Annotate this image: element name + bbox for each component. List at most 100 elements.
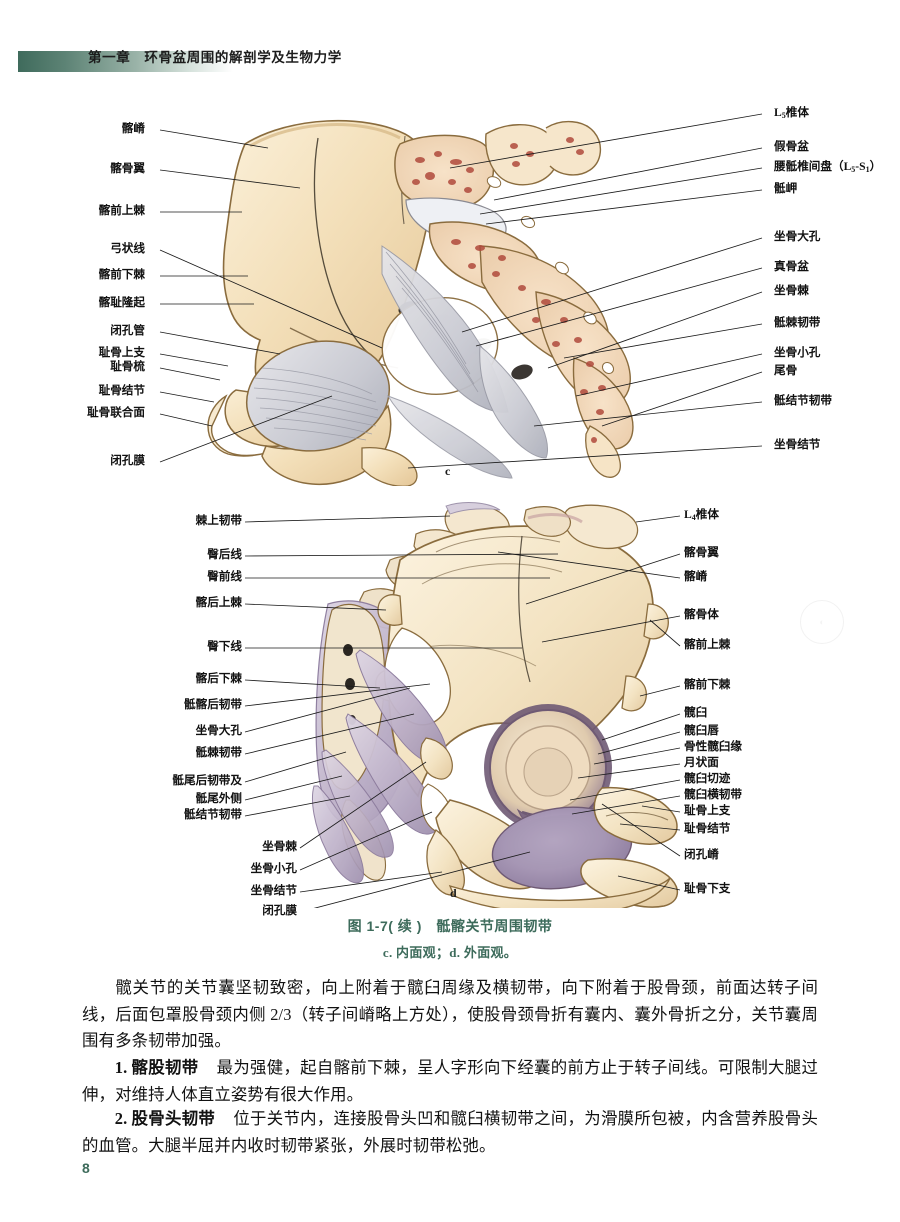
leader-lines-right-c	[407, 113, 763, 469]
label-d-right-1: 髂骨翼	[684, 546, 719, 559]
membrane-highlight	[502, 815, 606, 869]
paragraph-ligament-of-head-of-femur: 2.股骨头韧带位于关节内，连接股骨头凹和髋臼横韧带之间，为滑膜所包被，内含营养股…	[82, 1106, 818, 1159]
ischial-spine-d	[420, 737, 453, 780]
label-c-right-7: 骶棘韧带	[774, 316, 821, 329]
label-d-right-14: 闭孔嵴	[684, 848, 719, 861]
figure-d-illustration	[244, 502, 681, 908]
label-c-left-8: 耻骨梳	[110, 360, 145, 373]
superior-pubic-ramus	[593, 786, 678, 845]
label-d-left-14: 坐骨结节	[250, 884, 297, 897]
label-d-left-9: 骶尾后韧带及	[172, 774, 242, 787]
label-c-right-1: 假骨盆	[774, 140, 809, 153]
label-d-left-5: 髂后下棘	[195, 672, 242, 685]
label-c-right-3: 骶岬	[774, 182, 798, 195]
label-c-right-5: 真骨盆	[774, 260, 809, 273]
figure-d-outer-view: d 棘上韧带 臀后线 臀前线 髂后上棘 臀下线 髂后下棘 骶髂后韧带 坐骨大孔 …	[150, 500, 770, 917]
label-d-right-10: 髋臼切迹	[684, 772, 731, 785]
running-head: 第一章 环骨盆周围的解剖学及生物力学	[0, 44, 900, 78]
inferior-ramus-lower-edge	[448, 877, 671, 908]
figure-c-letter: c	[445, 464, 451, 478]
caption-subtitle: c. 内面观；d. 外面观。	[382, 945, 518, 960]
label-d-left-10: 骶尾外侧	[195, 792, 242, 805]
item-3-number: 2.	[114, 1109, 128, 1128]
label-d-left-4: 臀下线	[207, 640, 242, 653]
chapter-title: 第一章 环骨盆周围的解剖学及生物力学	[88, 50, 342, 65]
label-d-right-6: 髋臼	[684, 706, 708, 719]
item-2-text: 最为强健，起自髂前下棘，呈人字形向下经囊的前方止于转子间线。可限制大腿过伸，对维…	[82, 1058, 818, 1104]
label-c-right-11: 坐骨结节	[774, 438, 821, 451]
label-d-right-0: L4椎体	[684, 508, 719, 522]
label-c-left-10: 耻骨联合面	[87, 406, 145, 419]
sacral-foramina	[486, 176, 615, 375]
label-d-left-3: 髂后上棘	[195, 596, 242, 609]
supraspinous-ligament	[445, 502, 501, 515]
sacrotuberous-ligament-d	[345, 713, 439, 835]
label-d-left-6: 骶髂后韧带	[184, 698, 242, 711]
paragraph-capsule: 髋关节的关节囊坚韧致密，向上附着于髋臼周缘及横韧带，向下附着于股骨颈，前面达转子…	[82, 975, 818, 1055]
marrow-speckles	[412, 137, 606, 443]
label-c-right-9: 尾骨	[774, 364, 798, 377]
label-d-right-7: 髋臼唇	[684, 724, 719, 737]
label-c-right-10: 骶结节韧带	[774, 394, 832, 407]
leader-lines-left-d	[244, 515, 559, 908]
label-d-left-7: 坐骨大孔	[195, 724, 242, 737]
anterior-superior-iliac-spine-d	[643, 603, 669, 640]
label-d-left-0: 棘上韧带	[195, 514, 242, 527]
label-d-left-1: 臀后线	[207, 548, 242, 561]
figure-d-letter: d	[450, 886, 457, 900]
label-c-left-6: 闭孔管	[110, 324, 145, 337]
label-c-left-1: 髂骨翼	[110, 162, 145, 175]
label-c-left-9: 耻骨结节	[98, 384, 145, 397]
label-d-right-15: 耻骨下支	[684, 882, 731, 895]
label-d-right-8: 骨性髋臼缘	[684, 740, 742, 753]
label-d-left-12: 坐骨棘	[262, 840, 297, 853]
leader-lines-left-c	[159, 129, 383, 463]
label-c-left-7: 耻骨上支	[98, 346, 145, 359]
label-c-right-4: 坐骨大孔	[774, 230, 821, 243]
label-d-right-9: 月状面	[684, 756, 719, 769]
label-d-right-3: 髂骨体	[684, 608, 719, 621]
leader-lines-right-d	[497, 515, 681, 891]
label-d-right-2: 髂嵴	[684, 570, 708, 583]
label-d-right-12: 耻骨上支	[684, 804, 731, 817]
ligament-fan-lower	[386, 395, 513, 479]
label-c-left-5: 髂耻隆起	[98, 296, 145, 309]
figure-c-illustration	[159, 113, 763, 486]
paragraph-iliofemoral-ligament: 1.髂股韧带最为强健，起自髂前下棘，呈人字形向下经囊的前方止于转子间线。可限制大…	[82, 1055, 818, 1108]
paragraph-1-text: 髋关节的关节囊坚韧致密，向上附着于髋臼周缘及横韧带，向下附着于股骨颈，前面达转子…	[82, 978, 818, 1050]
page-number: 8	[82, 1160, 90, 1176]
label-c-right-0: L5椎体	[774, 106, 809, 120]
caption-title: 图 1-7( 续 ) 骶髂关节周围韧带	[347, 918, 553, 934]
label-c-left-3: 弓状线	[110, 242, 145, 255]
publisher-watermark: ◐	[800, 600, 844, 644]
header-accent-bar	[18, 51, 233, 72]
label-c-left-4: 髂前下棘	[98, 268, 145, 281]
membrane-fibers	[253, 367, 379, 441]
obturator-crest	[605, 812, 669, 821]
disc-strip	[527, 513, 583, 524]
label-d-right-11: 髋臼横韧带	[684, 788, 742, 801]
item-2-term: 髂股韧带	[131, 1058, 199, 1077]
pubic-symphysis-face	[207, 394, 281, 457]
label-c-left-0: 髂嵴	[121, 122, 145, 135]
label-c-left-2: 髂前上棘	[98, 204, 145, 217]
label-d-left-13: 坐骨小孔	[250, 862, 297, 875]
label-c-right-2: 腰骶椎间盘（L5-S1）	[774, 160, 882, 174]
anterior-inferior-iliac-spine-d	[621, 675, 647, 712]
item-3-term: 股骨头韧带	[131, 1109, 216, 1128]
sacrotuberous-ligament	[479, 344, 549, 459]
label-d-right-4: 髂前上棘	[684, 638, 731, 651]
label-d-left-8: 骶棘韧带	[195, 746, 242, 759]
acetabular-fossa	[523, 747, 573, 797]
label-d-left-15: 闭孔膜	[262, 904, 297, 917]
label-c-right-8: 坐骨小孔	[774, 346, 821, 359]
item-3-text: 位于关节内，连接股骨头凹和髋臼横韧带之间，为滑膜所包被，内含营养股骨头的血管。大…	[82, 1109, 819, 1155]
label-c-right-6: 坐骨棘	[774, 284, 809, 297]
ischial-tuberosity	[361, 446, 418, 486]
figure-c-inner-view: c 髂嵴 髂骨翼 髂前上棘 弓状线 髂前下棘 髂耻隆起 闭孔管 耻骨上支 耻骨梳…	[87, 96, 881, 486]
label-d-right-13: 耻骨结节	[684, 822, 731, 835]
figure-caption: 图 1-7( 续 ) 骶髂关节周围韧带 c. 内面观；d. 外面观。	[0, 916, 900, 961]
label-d-left-2: 臀前线	[207, 570, 242, 583]
item-2-number: 1.	[114, 1058, 128, 1077]
label-d-right-5: 髂前下棘	[684, 678, 731, 691]
